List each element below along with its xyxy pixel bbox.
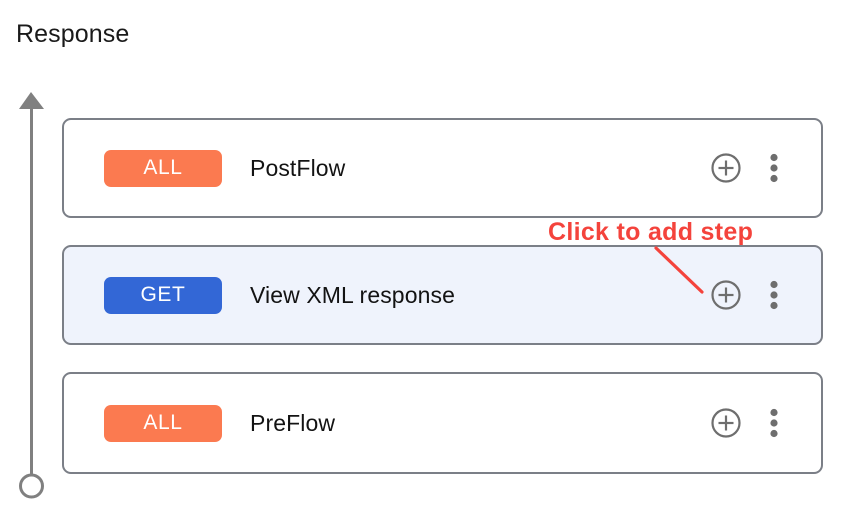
flow-row-title: PostFlow [250, 154, 346, 181]
annotation-label: Click to add step [548, 218, 754, 246]
flow-row-title: PreFlow [250, 409, 336, 436]
flow-row-title: View XML response [250, 281, 455, 308]
arrow-up-icon [19, 92, 44, 109]
kebab-menu-icon[interactable] [761, 278, 787, 312]
plus-circle-icon[interactable] [709, 278, 743, 312]
method-badge: ALL [104, 404, 222, 442]
row-actions [709, 406, 787, 440]
row-actions [709, 151, 787, 185]
row-actions [709, 278, 787, 312]
circle-outline-icon [19, 473, 44, 499]
kebab-menu-icon[interactable] [761, 406, 787, 440]
plus-circle-icon[interactable] [709, 406, 743, 440]
method-badge: GET [104, 276, 222, 314]
callout-line-icon [650, 245, 720, 300]
kebab-menu-icon[interactable] [761, 151, 787, 185]
flow-row[interactable]: ALL PostFlow [62, 118, 823, 218]
flow-row[interactable]: GET View XML response [62, 245, 823, 345]
timeline-axis [18, 90, 46, 500]
plus-circle-icon[interactable] [709, 151, 743, 185]
method-badge: ALL [104, 149, 222, 187]
page-title: Response [16, 20, 130, 48]
flow-row[interactable]: ALL PreFlow [62, 372, 823, 474]
